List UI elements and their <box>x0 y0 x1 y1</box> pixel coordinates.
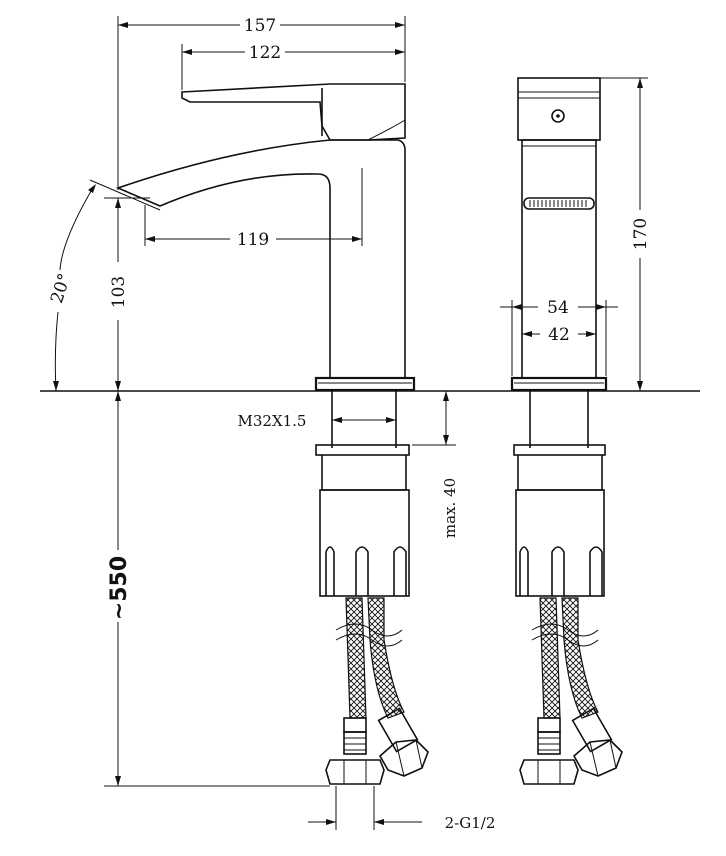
side-view <box>510 77 623 785</box>
base-flange <box>314 376 416 392</box>
dimension-overall-width: 157 <box>117 16 406 190</box>
dim-42-label: 42 <box>548 325 570 345</box>
dimension-thread: M32X1.5 <box>238 412 396 430</box>
faucet-body <box>115 139 406 379</box>
side-lever <box>517 77 601 141</box>
hose-right <box>367 597 405 719</box>
mounting-washer <box>315 444 410 456</box>
dim-thread-label: M32X1.5 <box>238 412 307 430</box>
dimension-connection: 2-G1/2 <box>308 786 495 832</box>
dim-157-label: 157 <box>244 16 276 36</box>
dim-122-label: 122 <box>249 43 281 63</box>
lever-handle <box>181 83 406 141</box>
dimension-side-height: 170 <box>600 77 651 391</box>
dimension-spout-angle: 20° <box>47 179 161 392</box>
dim-103-label: 103 <box>109 276 129 308</box>
dimension-base-inner: 42 <box>522 325 596 345</box>
dim-max40-label: max. 40 <box>441 478 459 538</box>
dimension-spout-reach: 119 <box>144 168 363 250</box>
aerator-slot <box>523 197 595 210</box>
dimension-max-thickness: max. 40 <box>412 391 459 538</box>
dimension-spout-height: 103 <box>104 197 150 391</box>
dim-550-label: ~550 <box>107 556 132 620</box>
dim-54-label: 54 <box>547 298 569 318</box>
front-view <box>115 83 429 785</box>
dim-connection-label: 2-G1/2 <box>445 814 496 832</box>
hose-left <box>345 597 367 719</box>
dim-119-label: 119 <box>237 230 269 250</box>
mounting-nut <box>319 489 410 597</box>
dimension-hose-length: ~550 <box>104 391 330 787</box>
dim-170-label: 170 <box>631 218 651 250</box>
dim-angle-label: 20° <box>47 271 75 306</box>
dimension-lever-width: 122 <box>181 43 405 90</box>
dimension-base-outer: 54 <box>500 298 618 376</box>
